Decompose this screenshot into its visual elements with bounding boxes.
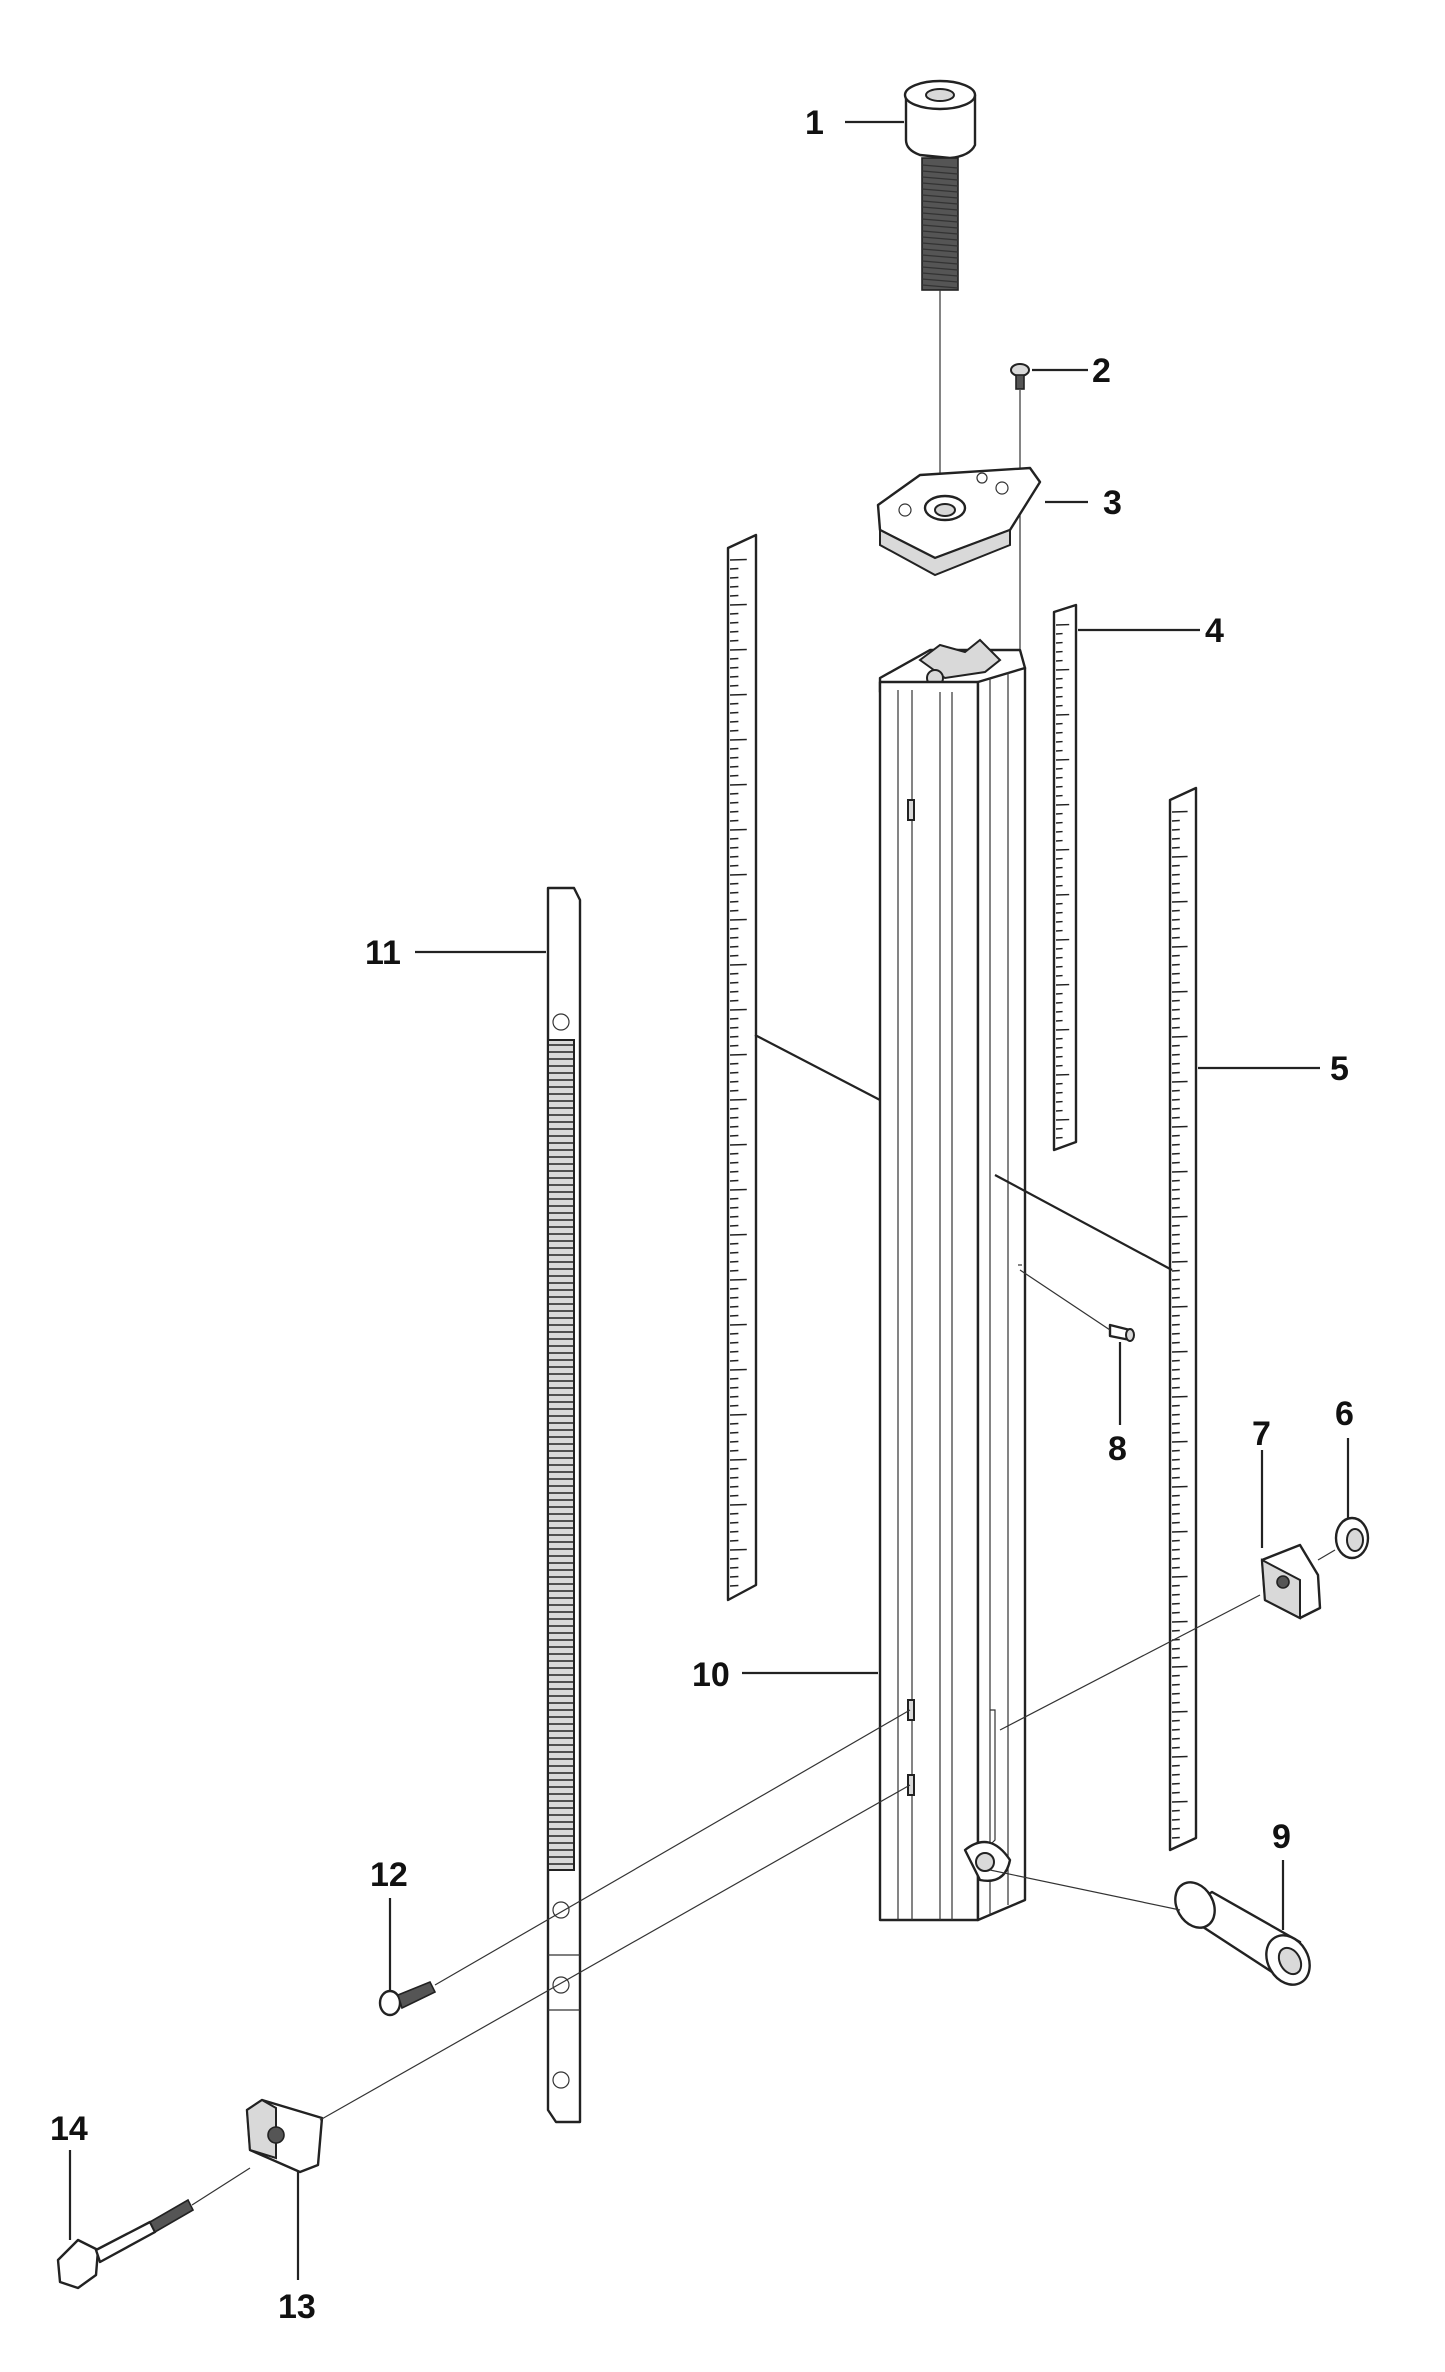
- part-7-clamp-block: [1260, 1543, 1322, 1620]
- part-5-scale: [1168, 786, 1198, 1852]
- leader-scale-left: [754, 1034, 881, 1101]
- callout-5: 5: [1330, 1050, 1349, 1088]
- callout-14: 14: [50, 2110, 88, 2148]
- part-10-column: [878, 638, 1027, 1922]
- axis-8: [1019, 1269, 1111, 1331]
- callout-7: 7: [1252, 1415, 1271, 1453]
- part-11-rack: [546, 886, 582, 2124]
- part-1-bolt: [903, 79, 977, 291]
- callout-9: 9: [1272, 1818, 1291, 1856]
- callout-1: 1: [805, 104, 824, 142]
- callout-10: 10: [692, 1656, 730, 1694]
- callout-12: 12: [370, 1856, 408, 1894]
- callout-13: 13: [278, 2288, 316, 2326]
- part-14-bolt: [56, 2198, 195, 2290]
- axis-7: [999, 1594, 1261, 1731]
- part-2-screw: [1010, 363, 1030, 390]
- callout-2: 2: [1092, 352, 1111, 390]
- callout-11: 11: [365, 934, 401, 972]
- part-6-washer: [1334, 1516, 1370, 1560]
- axis-13: [319, 1784, 911, 2121]
- scale-left: [726, 533, 758, 1602]
- callout-4: 4: [1205, 612, 1224, 650]
- part-9-sleeve: [1174, 1881, 1311, 1986]
- part-12-screw: [378, 1980, 437, 2017]
- leader-5-link: [994, 1174, 1173, 1271]
- axis-12: [434, 1709, 911, 1986]
- axis-6: [1317, 1549, 1336, 1561]
- callout-3: 3: [1103, 484, 1122, 522]
- callout-6: 6: [1335, 1395, 1354, 1433]
- part-13-nut-plate: [245, 2098, 324, 2174]
- callout-8: 8: [1108, 1430, 1127, 1468]
- axis-9: [989, 1869, 1181, 1911]
- part-8-pin: [1108, 1323, 1135, 1342]
- axis-14: [191, 2167, 251, 2206]
- part-3-top-cap: [876, 466, 1042, 577]
- part-4-scale: [1052, 603, 1078, 1152]
